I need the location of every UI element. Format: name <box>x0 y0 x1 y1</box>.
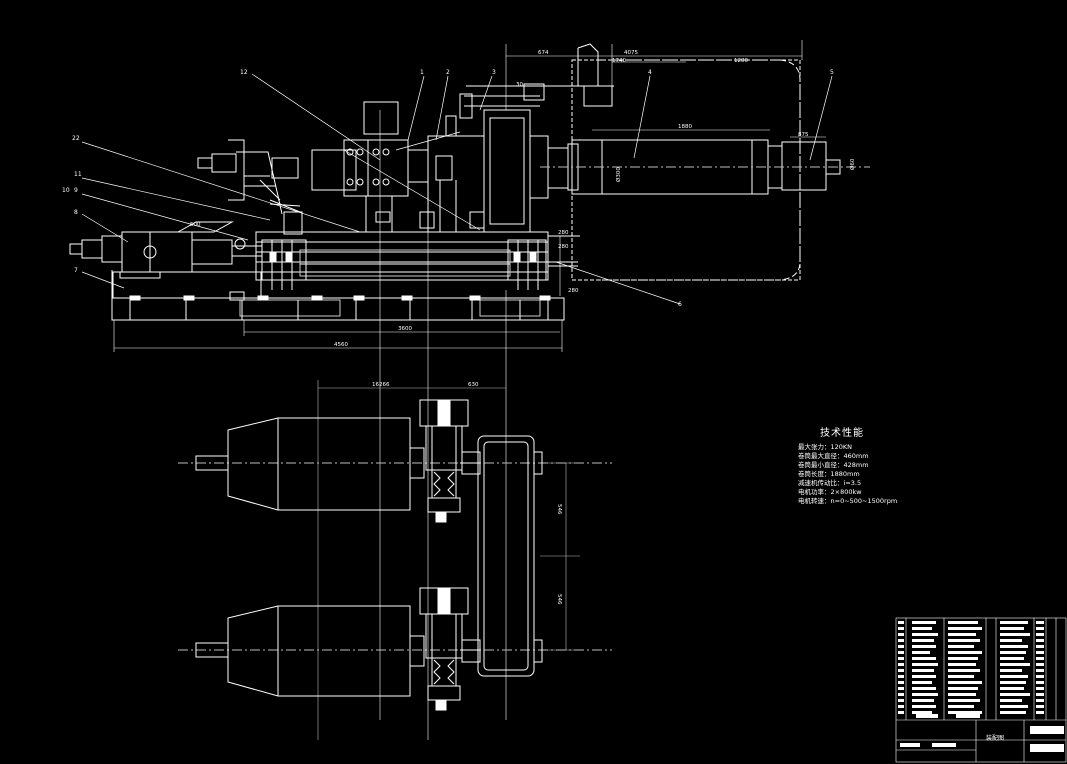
spec-line: 卷筒最大直径：460mm <box>798 452 869 460</box>
callout-12: 12 <box>240 69 248 76</box>
dimension-labels: 674 4075 1740 1200 1880 875 30 500 4560 … <box>190 50 856 605</box>
dim-875: 875 <box>798 132 809 138</box>
hydraulic-cylinder <box>69 221 262 301</box>
plan-view-centerlines <box>178 380 612 740</box>
motor-lower <box>195 605 425 697</box>
motor-upper <box>195 417 425 511</box>
callout-3: 3 <box>492 69 496 76</box>
reducer-gearbox <box>407 43 614 233</box>
dim-630: 630 <box>468 382 479 388</box>
callout-labels: 12 1 2 3 4 5 22 11 10 9 8 7 6 <box>62 69 834 308</box>
dim-1200: 1200 <box>734 58 748 64</box>
dim-30: 30 <box>516 82 523 88</box>
dim-280-c: 280 <box>568 288 579 294</box>
spec-line: 最大张力：120KN <box>798 443 853 451</box>
callout-6: 6 <box>678 301 682 308</box>
dim-3600: 3600 <box>398 326 412 332</box>
dim-500: 500 <box>190 222 201 228</box>
spec-line: 电机功率：2×800kw <box>798 488 862 496</box>
plan-coupling-lower <box>419 587 481 711</box>
callout-10: 10 <box>62 187 70 194</box>
dim-dia-300: Ø300 <box>615 167 622 182</box>
dim-16266: 16266 <box>372 382 390 388</box>
plan-coupling-upper <box>419 399 481 523</box>
dim-280-b: 280 <box>558 244 569 250</box>
callout-11: 11 <box>74 171 82 178</box>
callout-2: 2 <box>446 69 450 76</box>
top-view-dimension-lines <box>113 40 870 740</box>
title-block <box>895 617 1067 763</box>
title-block-entries <box>898 621 1064 752</box>
callout-4: 4 <box>648 69 652 76</box>
plan-reducer <box>477 435 543 677</box>
dim-280-a: 280 <box>558 230 569 236</box>
callout-7: 7 <box>74 267 78 274</box>
callout-22: 22 <box>72 135 80 142</box>
callout-1: 1 <box>420 69 424 76</box>
callout-8: 8 <box>74 209 78 216</box>
dim-4560: 4560 <box>334 342 348 348</box>
base-frame <box>111 270 565 321</box>
winding-drum <box>567 59 841 281</box>
leader-lines <box>81 73 833 305</box>
dim-1740: 1740 <box>612 58 626 64</box>
left-support-bracket <box>197 139 303 235</box>
callout-9: 9 <box>74 187 78 194</box>
spec-title: 技术性能 <box>820 428 864 439</box>
dim-674: 674 <box>538 50 549 56</box>
gear-coupling <box>311 101 409 232</box>
drawing-name: 装配图 <box>986 734 1004 742</box>
spec-line: 卷筒长度：1880mm <box>798 470 860 478</box>
dim-dia-60: Ø60 <box>849 158 856 170</box>
spec-line: 电机转速：n=0~500~1500rpm <box>798 497 898 505</box>
callout-5: 5 <box>830 69 834 76</box>
spec-line: 卷筒最小直径：428mm <box>798 461 869 469</box>
dim-4075: 4075 <box>624 50 638 56</box>
spec-line: 减速机传动比：i=3.5 <box>798 479 862 487</box>
dim-546-upper: 546 <box>556 504 562 515</box>
dim-546-lower: 546 <box>556 594 562 605</box>
slide-rail <box>255 231 580 290</box>
technical-specifications: 技术性能 最大张力：120KN 卷筒最大直径：460mm 卷筒最小直径：428m… <box>798 424 897 506</box>
dim-1880: 1880 <box>678 124 692 130</box>
